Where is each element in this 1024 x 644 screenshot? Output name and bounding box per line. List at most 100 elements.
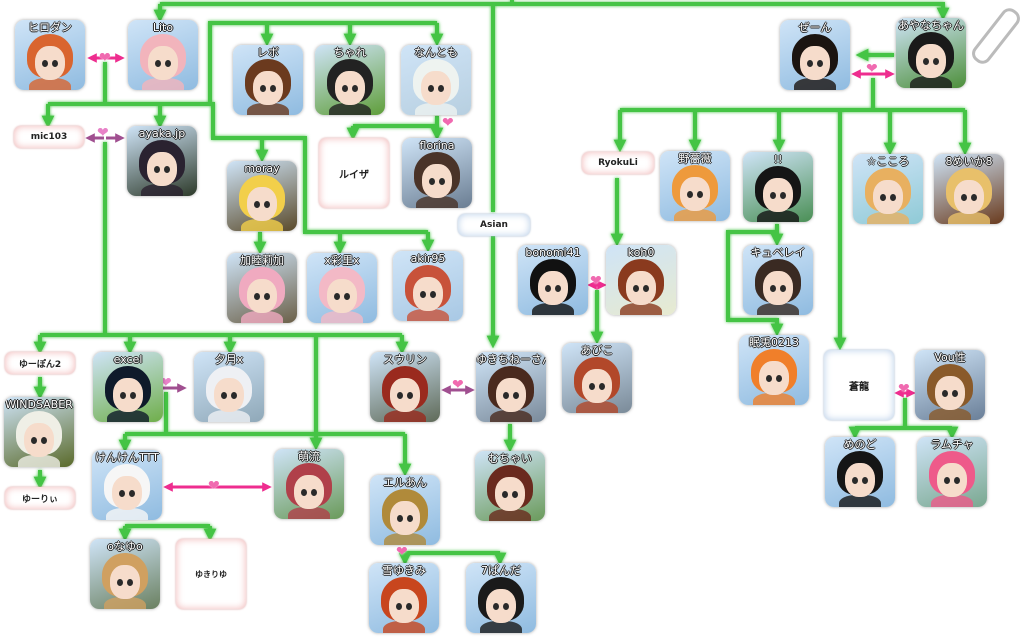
body-shape	[29, 78, 71, 90]
face-shape	[253, 71, 283, 105]
eye-icon	[407, 392, 413, 399]
member-avatar[interactable]: あやなちゃん	[896, 18, 966, 88]
member-name-box[interactable]: ゆーぽん2	[5, 352, 75, 374]
body-shape	[620, 303, 662, 315]
member-avatar[interactable]: Vou性	[915, 350, 985, 420]
couple-heart-icon: ❤	[866, 61, 878, 77]
eye-icon	[407, 515, 413, 522]
member-name: 8めいか8	[945, 155, 993, 168]
eye-icon	[254, 293, 260, 300]
member-avatar[interactable]: 野薔薇	[660, 151, 730, 221]
eye-icon	[231, 392, 237, 399]
eye-icon	[264, 293, 270, 300]
member-name-box[interactable]: 蒼龍	[824, 350, 894, 420]
member-avatar[interactable]: florina	[402, 138, 472, 208]
eye-icon	[502, 491, 508, 498]
member-avatar[interactable]: ラムチャ	[917, 437, 987, 507]
eye-icon	[41, 437, 47, 444]
member-avatar[interactable]: moray	[227, 161, 297, 231]
member-name: !!	[773, 153, 783, 166]
body-shape	[532, 303, 574, 315]
eye-icon	[52, 60, 58, 67]
face-shape	[873, 180, 903, 214]
face-shape	[626, 271, 656, 305]
member-avatar[interactable]: けんけんTTT	[92, 450, 162, 520]
member-avatar[interactable]: めのど	[825, 437, 895, 507]
member-name-box[interactable]: RyokuLi	[582, 152, 654, 174]
eye-icon	[342, 85, 348, 92]
member-avatar[interactable]: ヒロダン	[15, 20, 85, 90]
member-name-box[interactable]: ゆーりぃ	[5, 487, 75, 509]
body-shape	[416, 196, 458, 208]
member-avatar[interactable]: ayaka.jp	[127, 126, 197, 196]
member-avatar[interactable]: ☆こころ	[853, 154, 923, 224]
face-shape	[113, 378, 143, 412]
body-shape	[107, 410, 149, 422]
member-avatar[interactable]: excel	[93, 352, 163, 422]
member-name-box[interactable]: ルイザ	[319, 138, 389, 208]
eye-icon	[589, 383, 595, 390]
member-name: 眠兎0213	[749, 336, 799, 349]
eye-icon	[334, 293, 340, 300]
face-shape	[24, 423, 54, 457]
member-avatar[interactable]: エルあん	[370, 475, 440, 545]
face-shape	[294, 475, 324, 509]
member-name: レボ	[257, 46, 279, 59]
member-name-box[interactable]: ゆきりゆ	[176, 539, 246, 609]
eye-icon	[420, 291, 426, 298]
member-avatar[interactable]: !!	[743, 152, 813, 222]
eye-icon	[933, 58, 939, 65]
member-avatar[interactable]: WINDSABER	[4, 397, 74, 467]
member-avatar[interactable]: akir95	[393, 251, 463, 321]
member-avatar[interactable]: 加睦莉加	[227, 253, 297, 323]
member-name-box[interactable]: mic103	[14, 126, 84, 148]
member-avatar[interactable]: 7ぱんだ	[466, 563, 536, 633]
face-shape	[800, 46, 830, 80]
member-avatar[interactable]: oなゆo	[90, 539, 160, 609]
body-shape	[18, 455, 60, 467]
member-avatar[interactable]: 雪ゆきみ	[369, 563, 439, 633]
member-avatar[interactable]: スウリン	[370, 352, 440, 422]
face-shape	[495, 477, 525, 511]
eye-icon	[154, 166, 160, 173]
member-name: けんけんTTT	[95, 451, 159, 464]
member-avatar[interactable]: ぜーん	[780, 20, 850, 90]
member-avatar[interactable]: レボ	[233, 45, 303, 115]
member-avatar[interactable]: キュベレイ	[743, 245, 813, 315]
member-name-box[interactable]: Asian	[458, 214, 530, 236]
member-avatar[interactable]: むちゃい	[475, 451, 545, 521]
member-avatar[interactable]: x彩里x	[307, 253, 377, 323]
member-avatar[interactable]: koh0	[606, 245, 676, 315]
member-avatar[interactable]: ちゃれ	[315, 45, 385, 115]
member-name: Lito	[152, 21, 174, 34]
eye-icon	[430, 291, 436, 298]
member-name: 加睦莉加	[240, 254, 284, 267]
body-shape	[407, 309, 449, 321]
face-shape	[390, 501, 420, 535]
eye-icon	[311, 489, 317, 496]
member-avatar[interactable]: 夕月x	[194, 352, 264, 422]
body-shape	[241, 219, 283, 231]
couple-heart-icon: ❤	[442, 115, 454, 131]
face-shape	[327, 279, 357, 313]
eye-icon	[954, 477, 960, 484]
member-avatar[interactable]: bonomi41	[518, 245, 588, 315]
member-name: 7ぱんだ	[481, 564, 521, 577]
member-avatar[interactable]: なんとも	[401, 45, 471, 115]
member-avatar[interactable]: あびこ	[562, 343, 632, 413]
member-name: florina	[419, 139, 455, 152]
eye-icon	[165, 60, 171, 67]
member-avatar[interactable]: Lito	[128, 20, 198, 90]
member-avatar[interactable]: 8めいか8	[934, 154, 1004, 224]
face-shape	[763, 271, 793, 305]
member-avatar[interactable]: ゆきちねーさん	[476, 352, 546, 422]
body-shape	[794, 78, 836, 90]
eye-icon	[780, 285, 786, 292]
body-shape	[757, 303, 799, 315]
face-shape	[422, 164, 452, 198]
body-shape	[104, 597, 146, 609]
face-shape	[421, 71, 451, 105]
eye-icon	[254, 201, 260, 208]
member-avatar[interactable]: 萌流	[274, 449, 344, 519]
member-avatar[interactable]: 眠兎0213	[739, 335, 809, 405]
